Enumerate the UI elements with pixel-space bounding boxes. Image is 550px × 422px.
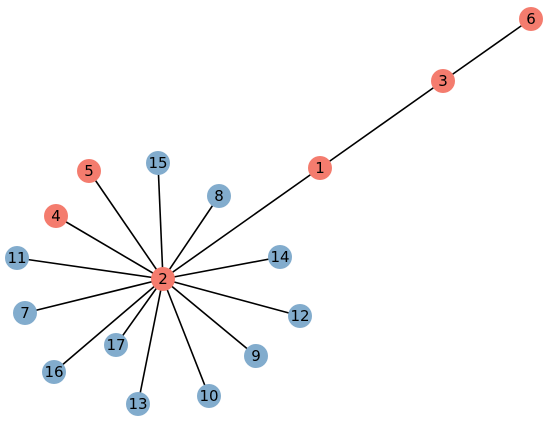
node-label: 10 (199, 387, 218, 405)
node-3: 3 (431, 69, 455, 93)
node-circle (42, 360, 66, 384)
node-label: 9 (251, 347, 261, 365)
node-2: 2 (151, 267, 175, 291)
node-12: 12 (288, 304, 312, 328)
node-circle (44, 204, 68, 228)
edge-2-14 (162, 256, 281, 280)
node-label: 11 (7, 249, 26, 267)
node-circle (13, 301, 37, 325)
node-circle (77, 159, 101, 183)
node-circle (308, 156, 332, 180)
node-circle (431, 69, 455, 93)
node-circle (151, 267, 175, 291)
node-label: 16 (44, 363, 63, 381)
node-label: 1 (315, 159, 325, 177)
node-label: 12 (290, 307, 309, 325)
node-circle (288, 304, 312, 328)
edge-2-13 (137, 278, 164, 405)
node-7: 7 (13, 301, 37, 325)
node-17: 17 (104, 333, 128, 357)
edge-2-8 (162, 195, 220, 280)
edge-2-5 (88, 170, 164, 280)
node-label: 7 (20, 304, 30, 322)
node-label: 4 (51, 207, 61, 225)
node-14: 14 (268, 245, 292, 269)
node-circle (268, 245, 292, 269)
node-label: 17 (106, 336, 125, 354)
edge-1-2 (162, 167, 321, 280)
node-9: 9 (244, 344, 268, 368)
edge-2-10 (162, 278, 210, 397)
node-circle (5, 246, 29, 270)
node-8: 8 (207, 184, 231, 208)
node-label: 5 (84, 162, 94, 180)
node-1: 1 (308, 156, 332, 180)
node-label: 13 (128, 395, 147, 413)
edge-2-4 (55, 215, 164, 280)
edge-2-11 (16, 257, 164, 280)
node-label: 6 (526, 10, 536, 28)
edges-layer (16, 18, 532, 405)
node-6: 6 (519, 7, 543, 31)
edge-2-16 (53, 278, 164, 373)
node-15: 15 (146, 151, 170, 175)
node-11: 11 (5, 246, 29, 270)
edge-6-3 (442, 18, 532, 82)
node-circle (146, 151, 170, 175)
node-10: 10 (197, 384, 221, 408)
edge-2-7 (24, 278, 164, 314)
node-circle (197, 384, 221, 408)
node-label: 2 (158, 270, 168, 288)
edge-2-15 (157, 162, 164, 280)
node-circle (207, 184, 231, 208)
edge-2-9 (162, 278, 257, 357)
node-circle (126, 392, 150, 416)
node-4: 4 (44, 204, 68, 228)
node-label: 14 (270, 248, 289, 266)
node-16: 16 (42, 360, 66, 384)
node-label: 15 (148, 154, 167, 172)
edge-2-17 (115, 278, 164, 346)
node-circle (104, 333, 128, 357)
node-label: 8 (214, 187, 224, 205)
node-13: 13 (126, 392, 150, 416)
node-label: 3 (438, 72, 448, 90)
node-circle (244, 344, 268, 368)
node-5: 5 (77, 159, 101, 183)
edge-2-12 (162, 278, 301, 317)
edge-3-1 (319, 80, 444, 169)
node-circle (519, 7, 543, 31)
